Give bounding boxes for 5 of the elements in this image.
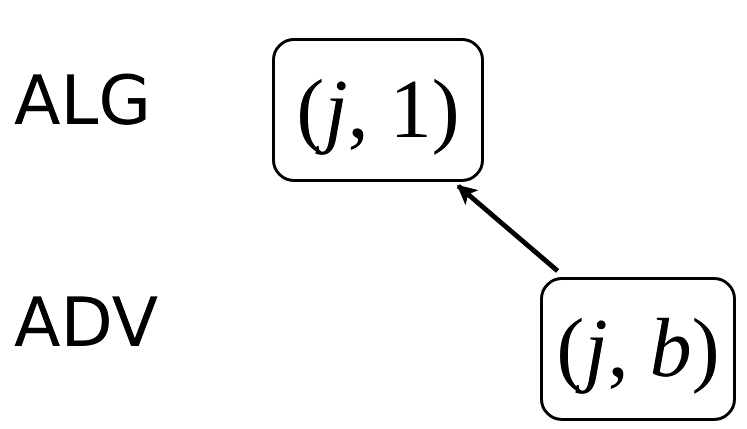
arrow [456,184,560,273]
tuple-box [540,277,736,421]
row-label: ALG [14,68,152,136]
row-label: ADV [14,290,158,358]
tuple-box [272,38,484,182]
